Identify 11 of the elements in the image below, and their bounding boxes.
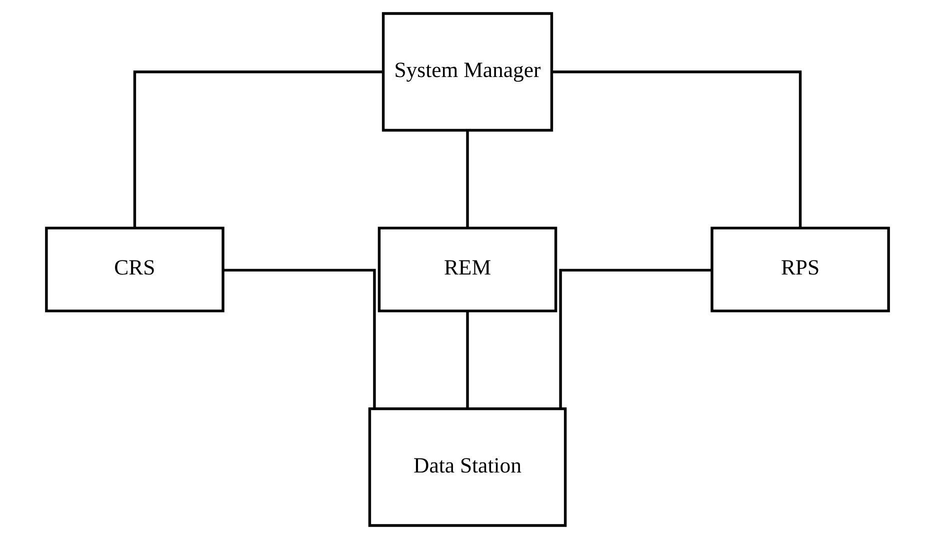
node-box: Data Station (368, 407, 567, 527)
connector (466, 130, 469, 228)
connector (559, 268, 712, 409)
connector (223, 268, 376, 409)
connector (466, 310, 469, 409)
node-box: REM (378, 226, 558, 312)
node-box: RPS (710, 226, 890, 312)
node-box: CRS (45, 226, 224, 312)
node-box: System Manager (382, 12, 554, 132)
connector (133, 70, 384, 228)
connector (552, 70, 802, 228)
